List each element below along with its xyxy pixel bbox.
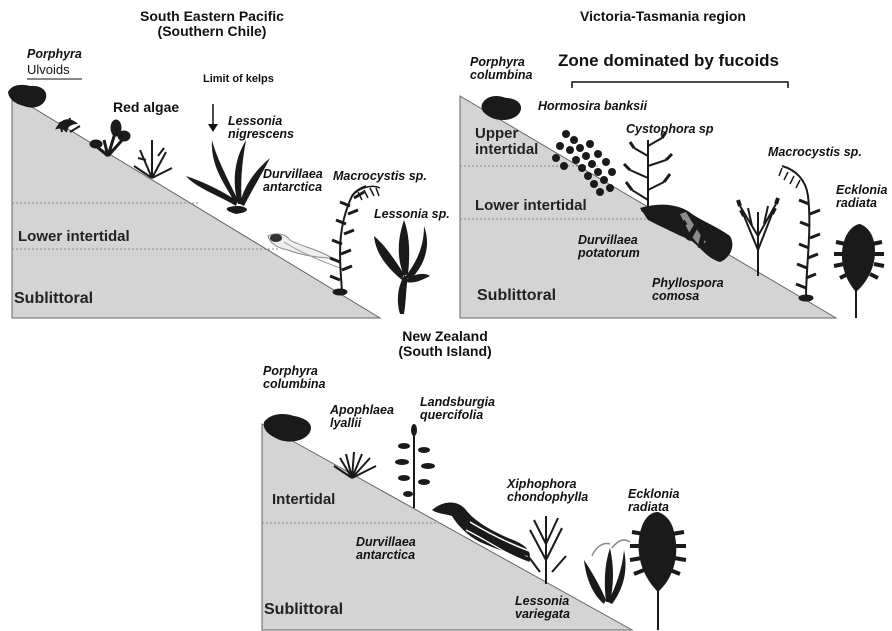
nz-landsburgia-line2: quercifolia bbox=[420, 409, 495, 422]
nz-zone-sublittoral: Sublittoral bbox=[264, 602, 343, 619]
victoria-label-hormosira: Hormosira banksii bbox=[538, 100, 647, 113]
nz-lessonia-icon bbox=[584, 540, 630, 604]
nz-title-line2: (South Island) bbox=[350, 344, 540, 359]
chile-label-lessonia-sp: Lessonia sp. bbox=[374, 208, 450, 221]
victoria-zone-sublittoral: Sublittoral bbox=[477, 288, 556, 305]
victoria-ecklonia-icon bbox=[834, 224, 884, 318]
victoria-zone-lower-intertidal: Lower intertidal bbox=[475, 198, 587, 214]
nz-zone-intertidal: Intertidal bbox=[272, 492, 335, 508]
nz-title-line1: New Zealand bbox=[350, 329, 540, 344]
victoria-label-ecklonia: Ecklonia radiata bbox=[836, 184, 887, 210]
chile-title-line1: South Eastern Pacific bbox=[112, 9, 312, 24]
victoria-upper-line2: intertidal bbox=[475, 142, 538, 158]
victoria-label-porphyra: Porphyra columbina bbox=[470, 56, 533, 82]
nz-label-ecklonia: Ecklonia radiata bbox=[628, 488, 679, 514]
nz-ecklonia-icon bbox=[630, 512, 686, 630]
nz-label-xiphophora: Xiphophora chondophylla bbox=[507, 478, 588, 504]
nz-durvillaea-line2: antarctica bbox=[356, 549, 416, 562]
chile-macrocystis-icon bbox=[330, 186, 380, 295]
chile-lessonia-line2: nigrescens bbox=[228, 128, 294, 141]
chile-label-lessonia-nigrescens: Lessonia nigrescens bbox=[228, 115, 294, 141]
victoria-label-cystophora: Cystophora sp bbox=[626, 123, 714, 136]
nz-title: New Zealand (South Island) bbox=[350, 329, 540, 358]
chile-label-porphyra: Porphyra bbox=[27, 48, 82, 61]
chile-lessonia-sp-icon bbox=[374, 220, 430, 314]
chile-label-limit-of-kelps: Limit of kelps bbox=[203, 74, 274, 86]
nz-shore-slope bbox=[262, 424, 632, 630]
nz-landsburgia-icon bbox=[395, 424, 435, 508]
chile-label-macrocystis: Macrocystis sp. bbox=[333, 170, 427, 183]
victoria-fucoid-bracket bbox=[572, 82, 788, 88]
victoria-zone-upper-intertidal: Upper intertidal bbox=[475, 126, 538, 158]
nz-label-durvillaea: Durvillaea antarctica bbox=[356, 536, 416, 562]
chile-title-line2: (Southern Chile) bbox=[112, 24, 312, 39]
nz-label-porphyra: Porphyra columbina bbox=[263, 365, 326, 391]
chile-label-ulvoids: Ulvoids bbox=[27, 63, 70, 77]
nz-label-apophlaea: Apophlaea lyallii bbox=[330, 404, 394, 430]
chile-zone-lower-intertidal: Lower intertidal bbox=[18, 229, 130, 245]
chile-title: South Eastern Pacific (Southern Chile) bbox=[112, 9, 312, 38]
chile-lessonia-nigrescens-icon bbox=[186, 140, 270, 214]
nz-xiphophora-line2: chondophylla bbox=[507, 491, 588, 504]
victoria-upper-line1: Upper bbox=[475, 126, 538, 142]
victoria-durvillaea-line2: potatorum bbox=[578, 247, 640, 260]
nz-xiphophora-icon bbox=[528, 516, 566, 584]
chile-zone-sublittoral: Sublittoral bbox=[14, 291, 93, 308]
victoria-ecklonia-line2: radiata bbox=[836, 197, 887, 210]
victoria-phyllospora-line2: comosa bbox=[652, 290, 724, 303]
victoria-porphyra-line2: columbina bbox=[470, 69, 533, 82]
chile-label-durvillaea: Durvillaea antarctica bbox=[263, 168, 323, 194]
chile-limit-arrow bbox=[208, 104, 218, 132]
victoria-label-durvillaea: Durvillaea potatorum bbox=[578, 234, 640, 260]
victoria-label-phyllospora: Phyllospora comosa bbox=[652, 277, 724, 303]
chile-durvillaea-line2: antarctica bbox=[263, 181, 323, 194]
nz-porphyra-line2: columbina bbox=[263, 378, 326, 391]
nz-label-lessonia: Lessonia variegata bbox=[515, 595, 570, 621]
nz-label-landsburgia: Landsburgia quercifolia bbox=[420, 396, 495, 422]
nz-panel bbox=[262, 414, 686, 630]
victoria-label-macrocystis: Macrocystis sp. bbox=[768, 146, 862, 159]
chile-panel bbox=[8, 79, 430, 318]
nz-lessonia-line2: variegata bbox=[515, 608, 570, 621]
nz-apophlaea-line2: lyallii bbox=[330, 417, 394, 430]
victoria-macrocystis-icon bbox=[779, 166, 820, 301]
nz-ecklonia-line2: radiata bbox=[628, 501, 679, 514]
victoria-zone-banner: Zone dominated by fucoids bbox=[558, 52, 779, 70]
chile-label-red-algae: Red algae bbox=[113, 100, 179, 115]
victoria-title: Victoria-Tasmania region bbox=[580, 9, 746, 24]
